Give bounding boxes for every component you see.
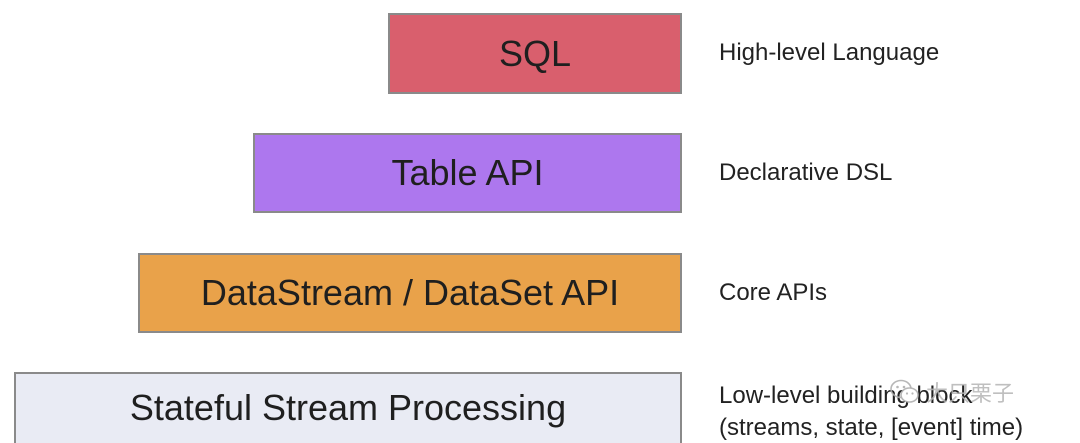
layer-label: SQL [498,32,572,74]
layer-label: DataStream / DataSet API [200,272,620,313]
layer-description-line1: Low-level building block [719,382,973,409]
watermark: 大只栗子 [890,376,1014,408]
layer-label: Table API [391,152,544,193]
layer-label: Stateful Stream Processing [129,386,567,428]
layer-description: High-level Language [719,39,940,66]
layer-stateful-stream-processing: Stateful Stream Processing [14,372,682,443]
layer-description: Core APIs [719,279,828,306]
layer-description: Declarative DSL [719,159,893,186]
layer-table-api: Table API [253,133,682,213]
layer-datastream-api: DataStream / DataSet API [138,253,682,333]
layer-sql: SQL [388,13,682,94]
layer-description-line2: (streams, state, [event] time) [719,414,1024,441]
layer-description: Low-level building block (streams, state… [719,380,1023,443]
wechat-icon [890,379,919,403]
watermark-text: 大只栗子 [926,381,1015,406]
